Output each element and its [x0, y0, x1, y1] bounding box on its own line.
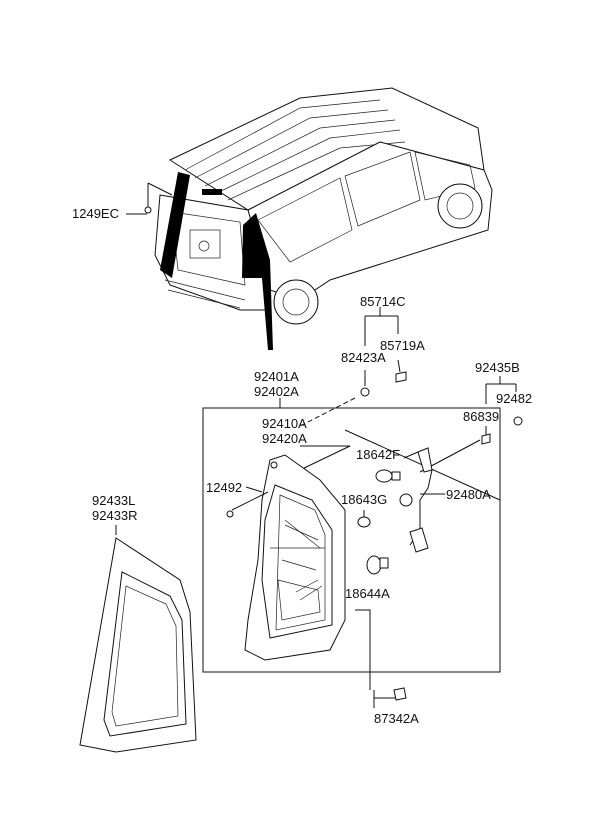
- label-92410A: 92410A: [262, 416, 307, 431]
- label-92435B: 92435B: [475, 360, 520, 375]
- bracket-85714C: [360, 307, 407, 397]
- side-glass-92433: [79, 525, 197, 753]
- label-85714C: 85714C: [360, 294, 406, 309]
- label-92433L: 92433L: [92, 493, 135, 508]
- label-18644A: 18644A: [345, 586, 390, 601]
- label-1249EC: 1249EC: [72, 206, 119, 221]
- leader-92401A: [279, 397, 356, 427]
- screw-1249EC-illustration: [126, 182, 173, 215]
- label-86839: 86839: [463, 409, 499, 424]
- bulbs-and-socket: [357, 447, 445, 575]
- part-labels: 1249EC 85714C 82423A 85719A 92401A 92402…: [72, 206, 532, 726]
- label-92482: 92482: [496, 391, 532, 406]
- label-92480A: 92480A: [446, 487, 491, 502]
- label-92433R: 92433R: [92, 508, 138, 523]
- label-92420A: 92420A: [262, 431, 307, 446]
- vehicle-illustration: [154, 87, 493, 350]
- lamp-housing-illustration: [244, 454, 346, 661]
- leader-87342A: [355, 609, 407, 708]
- label-12492: 12492: [206, 480, 242, 495]
- label-85719A: 85719A: [380, 338, 425, 353]
- assembly-box: [202, 407, 501, 673]
- label-82423A: 82423A: [341, 350, 386, 365]
- label-92401A: 92401A: [254, 369, 299, 384]
- screw-12492: [226, 486, 269, 518]
- label-18642F: 18642F: [356, 447, 400, 462]
- label-18643G: 18643G: [341, 492, 387, 507]
- label-87342A: 87342A: [374, 711, 419, 726]
- label-92402A: 92402A: [254, 384, 299, 399]
